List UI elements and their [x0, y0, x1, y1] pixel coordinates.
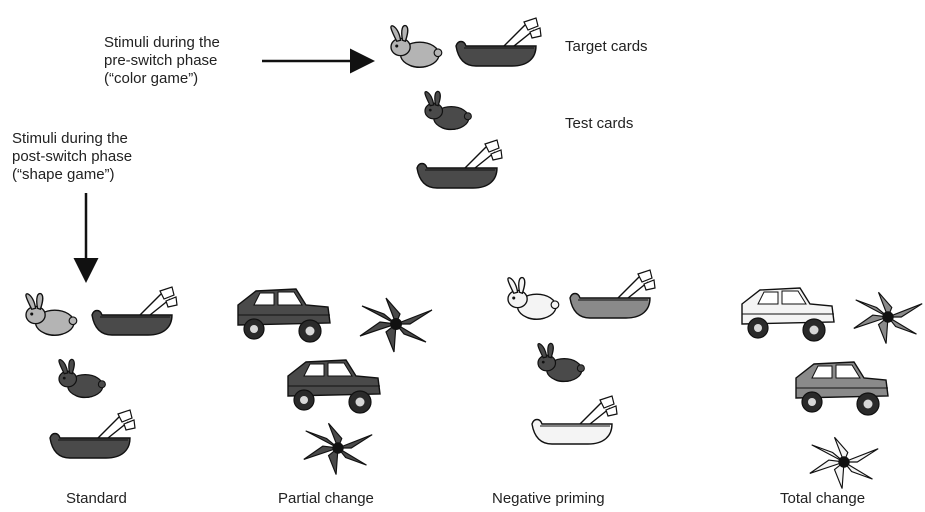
condition-label-partial-change: Partial change: [278, 490, 374, 508]
boat-icon: [528, 394, 618, 448]
truck-icon: [790, 356, 892, 422]
flower-icon: [300, 420, 376, 476]
rabbit-icon: [18, 292, 80, 338]
flower-icon: [806, 434, 882, 490]
boat-icon: [413, 138, 503, 192]
boat-icon: [566, 268, 656, 322]
rabbit-icon: [500, 276, 562, 322]
pre-switch-label: Stimuli during the pre-switch phase (“co…: [104, 34, 220, 88]
truck-icon: [282, 354, 384, 420]
truck-icon: [736, 282, 838, 348]
boat-icon: [452, 16, 542, 70]
post-switch-label: Stimuli during the post-switch phase (“s…: [12, 130, 132, 184]
boat-icon: [46, 408, 136, 462]
rabbit-icon: [52, 356, 108, 402]
flower-icon: [850, 290, 925, 344]
truck-icon: [232, 283, 334, 349]
condition-label-standard: Standard: [66, 490, 127, 508]
condition-label-total-change: Total change: [780, 490, 865, 508]
condition-label-negative-priming: Negative priming: [492, 490, 605, 508]
rabbit-icon: [531, 340, 587, 386]
test-cards-label: Test cards: [565, 115, 633, 133]
rabbit-icon: [418, 88, 474, 134]
flower-icon: [356, 296, 436, 352]
rabbit-icon: [383, 24, 445, 70]
target-cards-label: Target cards: [565, 38, 648, 56]
boat-icon: [88, 285, 178, 339]
